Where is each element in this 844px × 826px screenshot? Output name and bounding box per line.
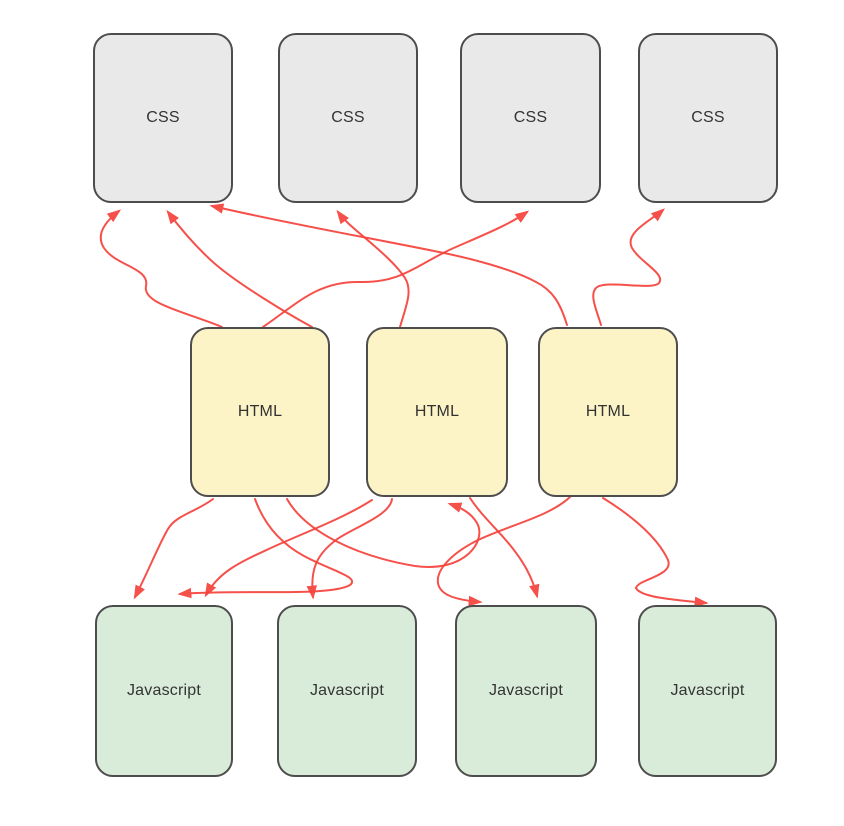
edge-html-1-to-css-3 xyxy=(262,210,530,328)
edge-html-2-to-js-2 xyxy=(306,498,393,600)
node-css-1: CSS xyxy=(93,33,233,203)
node-html-1: HTML xyxy=(190,327,330,497)
edge-html-3-to-js-3 xyxy=(436,496,571,607)
node-label-css-1: CSS xyxy=(146,109,180,126)
edge-html-2-to-js-3 xyxy=(469,497,540,599)
edge-html-1-to-js-1 xyxy=(133,498,214,600)
node-label-css-2: CSS xyxy=(331,109,365,126)
node-html-2: HTML xyxy=(366,327,508,497)
node-css-2: CSS xyxy=(278,33,418,203)
node-css-3: CSS xyxy=(460,33,601,203)
node-label-css-4: CSS xyxy=(691,109,725,126)
edge-html-3-to-css-1 xyxy=(209,203,568,326)
node-js-1: Javascript xyxy=(95,605,233,777)
edge-html-1-to-js-1 xyxy=(177,498,353,599)
node-label-js-1: Javascript xyxy=(126,682,202,699)
node-css-4: CSS xyxy=(638,33,778,203)
edge-html-1-to-css-1 xyxy=(99,209,223,328)
node-label-js-2: Javascript xyxy=(309,682,385,699)
edge-html-3-to-js-4 xyxy=(602,497,709,608)
node-label-html-1: HTML xyxy=(237,403,283,420)
edge-html-1-to-html-2 xyxy=(286,498,481,568)
node-label-html-2: HTML xyxy=(414,403,460,420)
node-label-html-3: HTML xyxy=(585,403,631,420)
node-label-css-3: CSS xyxy=(513,109,548,126)
node-js-2: Javascript xyxy=(277,605,417,777)
edge-html-2-to-js-1 xyxy=(204,499,373,598)
node-label-js-3: Javascript xyxy=(488,682,564,699)
node-html-3: HTML xyxy=(538,327,678,497)
edge-html-2-to-css-2 xyxy=(336,209,410,328)
node-js-4: Javascript xyxy=(638,605,777,777)
edge-html-1-to-css-1 xyxy=(166,209,313,328)
node-js-3: Javascript xyxy=(455,605,597,777)
node-label-js-4: Javascript xyxy=(670,682,745,699)
edge-html-3-to-css-4 xyxy=(592,208,666,326)
